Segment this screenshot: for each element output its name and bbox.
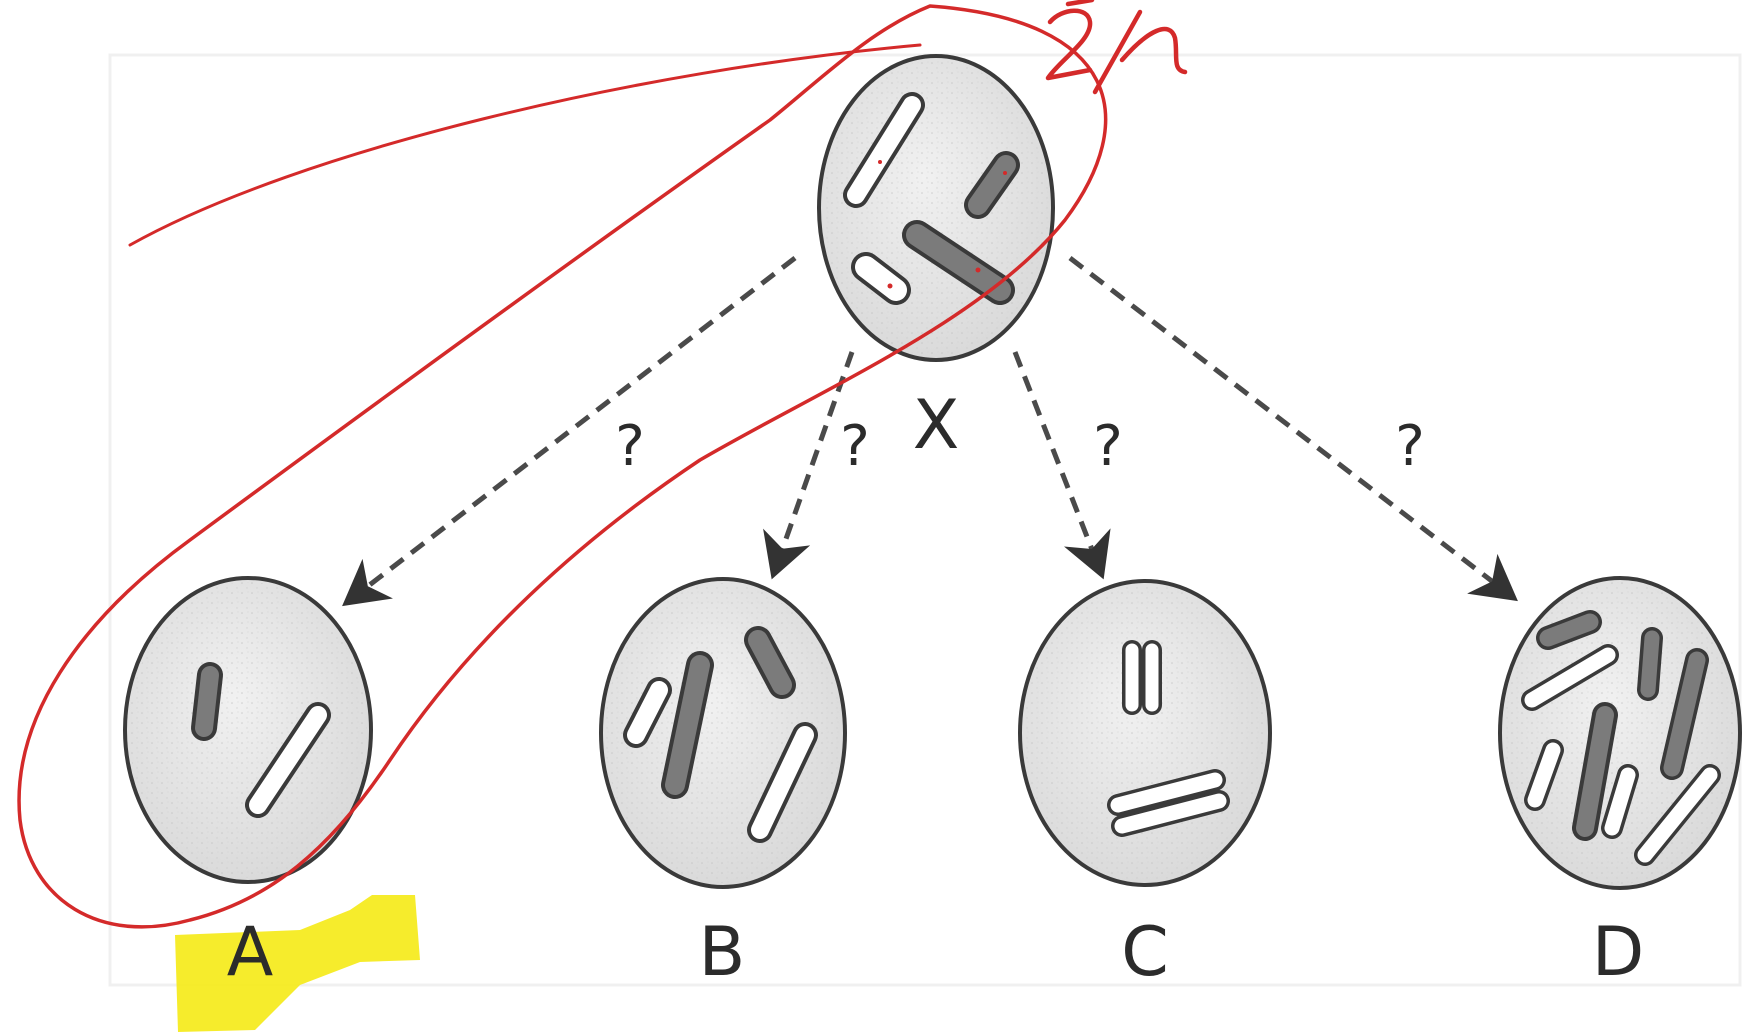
label-b: B: [699, 913, 746, 992]
cell-x: [817, 54, 1055, 362]
question-mark-d: ?: [1395, 414, 1425, 479]
cell-c: [1018, 579, 1272, 887]
cell-b: [599, 577, 847, 889]
arrow-x-to-b: [763, 351, 855, 580]
red-annotation-loop: [17, 4, 1108, 929]
label-c: C: [1121, 913, 1168, 992]
label-d: D: [1592, 913, 1644, 992]
arrow-x-to-d: [1068, 256, 1518, 602]
question-mark-a: ?: [615, 414, 645, 479]
arrow-x-to-c: [1012, 351, 1111, 580]
arrow-x-to-a: [342, 256, 797, 607]
red-annotation-stroke: [128, 43, 922, 247]
cell-d: [1498, 576, 1742, 890]
cell-a: [123, 576, 373, 884]
highlight-a: [175, 895, 420, 1032]
question-mark-c: ?: [1093, 414, 1123, 479]
label-a: A: [227, 913, 274, 992]
dashed-arrows: [342, 256, 1518, 607]
question-mark-b: ?: [840, 414, 870, 479]
label-x: X: [913, 386, 960, 465]
red-handwriting-2n: [1045, 0, 1188, 95]
